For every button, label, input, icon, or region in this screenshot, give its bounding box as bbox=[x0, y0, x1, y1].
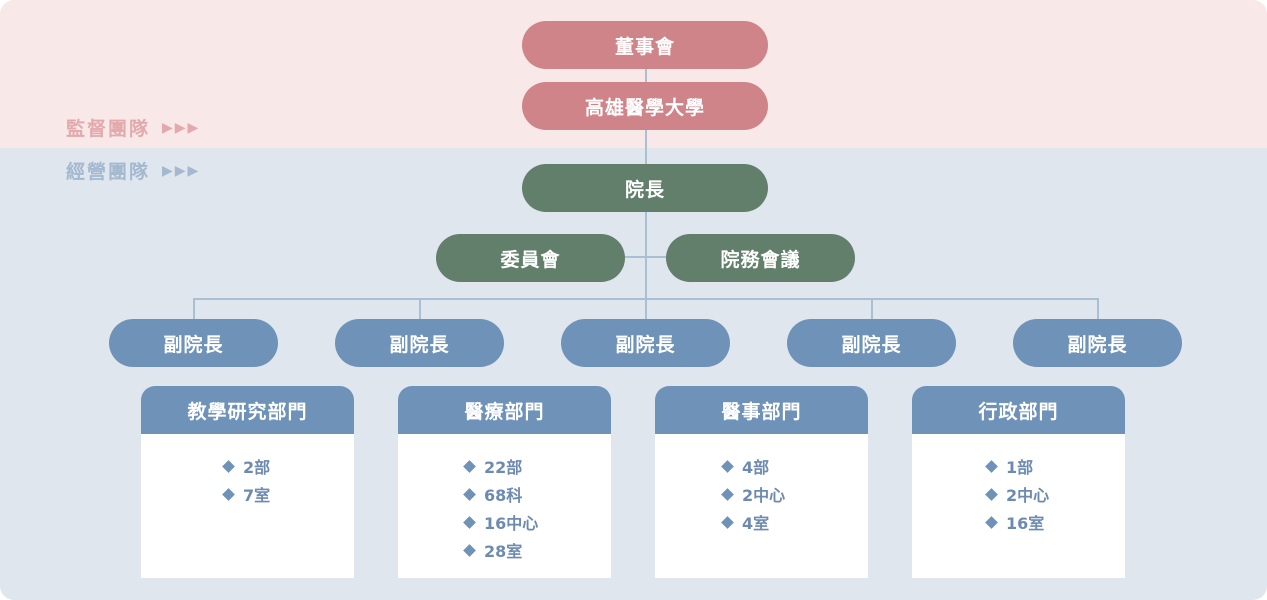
diamond-bullet-icon bbox=[463, 487, 476, 501]
list-item: 22部 bbox=[463, 452, 611, 480]
triple-arrow-icon: ▶▶▶ bbox=[162, 119, 201, 136]
department-title: 醫事部門 bbox=[655, 386, 868, 434]
diamond-bullet-icon bbox=[463, 515, 476, 529]
diamond-bullet-icon bbox=[463, 459, 476, 473]
vice-president-node: 副院長 bbox=[1013, 319, 1182, 367]
list-item: 16室 bbox=[985, 508, 1125, 536]
list-item: 28室 bbox=[463, 536, 611, 564]
diamond-bullet-icon bbox=[721, 487, 734, 501]
list-item: 4室 bbox=[721, 508, 868, 536]
vice-president-drop-line bbox=[871, 298, 873, 320]
unit-count-label: 16室 bbox=[1006, 514, 1045, 533]
unit-count-label: 68科 bbox=[484, 486, 523, 505]
department-card-administration: 行政部門 1部 2中心 16室 bbox=[912, 386, 1125, 578]
affairs-meeting-node: 院務會議 bbox=[666, 234, 855, 282]
department-card-medical: 醫療部門 22部 68科 16中心 28室 bbox=[398, 386, 611, 578]
unit-count-label: 2部 bbox=[243, 458, 271, 477]
diamond-bullet-icon bbox=[721, 515, 734, 529]
department-unit-list: 4部 2中心 4室 bbox=[655, 434, 868, 536]
unit-count-label: 7室 bbox=[243, 486, 271, 505]
vice-president-node: 副院長 bbox=[109, 319, 278, 367]
list-item: 1部 bbox=[985, 452, 1125, 480]
diamond-bullet-icon bbox=[222, 459, 235, 473]
list-item: 68科 bbox=[463, 480, 611, 508]
list-item: 4部 bbox=[721, 452, 868, 480]
management-team-text: 經營團隊 bbox=[66, 161, 151, 183]
department-unit-list: 22部 68科 16中心 28室 bbox=[398, 434, 611, 564]
list-item: 7室 bbox=[222, 480, 354, 508]
department-title: 醫療部門 bbox=[398, 386, 611, 434]
supervision-team-text: 監督團隊 bbox=[66, 118, 151, 140]
unit-count-label: 22部 bbox=[484, 458, 523, 477]
supervision-team-label: 監督團隊 ▶▶▶ bbox=[66, 114, 200, 141]
vice-president-node: 副院長 bbox=[787, 319, 956, 367]
unit-count-label: 4部 bbox=[742, 458, 770, 477]
management-team-label: 經營團隊 ▶▶▶ bbox=[66, 157, 200, 184]
list-item: 2部 bbox=[222, 452, 354, 480]
president-node: 院長 bbox=[522, 164, 768, 212]
department-title: 教學研究部門 bbox=[141, 386, 354, 434]
diamond-bullet-icon bbox=[985, 459, 998, 473]
diamond-bullet-icon bbox=[985, 487, 998, 501]
committee-node: 委員會 bbox=[436, 234, 625, 282]
vice-president-drop-line bbox=[645, 298, 647, 320]
department-unit-list: 1部 2中心 16室 bbox=[912, 434, 1125, 536]
committee-connector-line bbox=[624, 256, 668, 258]
unit-count-label: 16中心 bbox=[484, 514, 539, 533]
diamond-bullet-icon bbox=[985, 515, 998, 529]
vice-president-drop-line bbox=[193, 298, 195, 320]
unit-count-label: 2中心 bbox=[742, 486, 786, 505]
university-node: 高雄醫學大學 bbox=[522, 82, 768, 130]
list-item: 16中心 bbox=[463, 508, 611, 536]
diamond-bullet-icon bbox=[222, 487, 235, 501]
department-card-teaching-research: 教學研究部門 2部 7室 bbox=[141, 386, 354, 578]
vice-president-node: 副院長 bbox=[335, 319, 504, 367]
department-title: 行政部門 bbox=[912, 386, 1125, 434]
unit-count-label: 4室 bbox=[742, 514, 770, 533]
department-unit-list: 2部 7室 bbox=[141, 434, 354, 508]
triple-arrow-icon: ▶▶▶ bbox=[162, 162, 201, 179]
unit-count-label: 28室 bbox=[484, 542, 523, 561]
department-card-allied-health: 醫事部門 4部 2中心 4室 bbox=[655, 386, 868, 578]
diamond-bullet-icon bbox=[721, 459, 734, 473]
unit-count-label: 2中心 bbox=[1006, 486, 1050, 505]
board-node: 董事會 bbox=[522, 21, 768, 69]
vice-president-drop-line bbox=[1097, 298, 1099, 320]
vice-president-drop-line bbox=[419, 298, 421, 320]
unit-count-label: 1部 bbox=[1006, 458, 1034, 477]
list-item: 2中心 bbox=[985, 480, 1125, 508]
diamond-bullet-icon bbox=[463, 543, 476, 557]
list-item: 2中心 bbox=[721, 480, 868, 508]
vice-president-node: 副院長 bbox=[561, 319, 730, 367]
